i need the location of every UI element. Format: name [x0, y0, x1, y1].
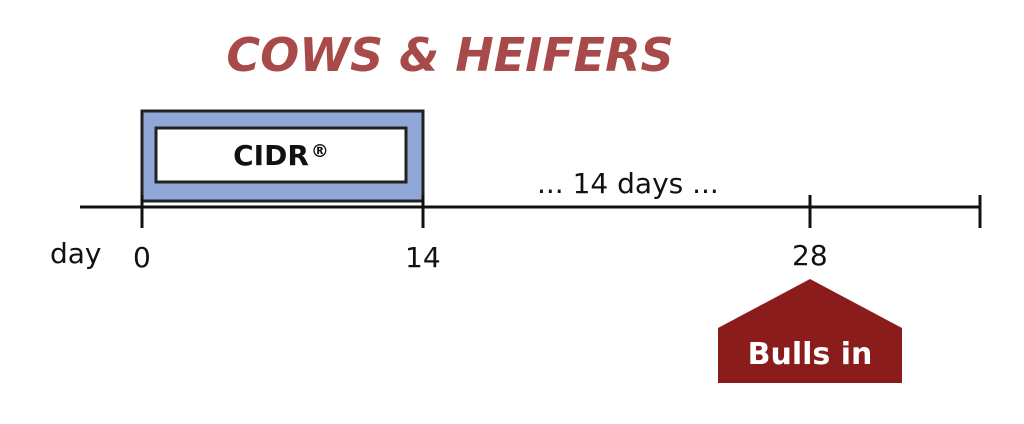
- registered-mark: ®: [310, 140, 329, 162]
- gap-duration-label: ... 14 days ...: [537, 167, 719, 200]
- bulls-in-label: Bulls in: [747, 336, 873, 372]
- axis-day-label: day: [50, 237, 102, 270]
- tick-label-28: 28: [792, 239, 828, 272]
- tick-label-14: 14: [405, 241, 441, 274]
- diagram-title: COWS & HEIFERS: [226, 28, 674, 82]
- tick-label-0: 0: [133, 241, 151, 274]
- cidr-label-text: CIDR: [233, 138, 309, 172]
- cidr-inner-box: [154, 126, 408, 184]
- cidr-label: CIDR®: [156, 128, 406, 182]
- bulls-in-marker: [718, 279, 902, 383]
